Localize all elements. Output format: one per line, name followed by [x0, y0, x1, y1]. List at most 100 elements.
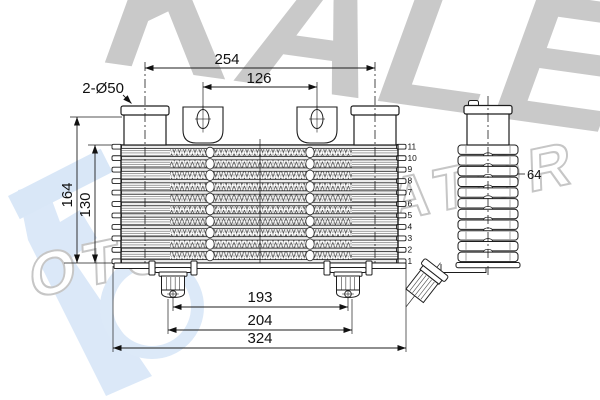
dim-164-text: 164: [59, 182, 76, 207]
core-tab-left: [111, 246, 122, 253]
core-tube-row: [120, 156, 399, 161]
core-tab-right: [396, 224, 407, 230]
dim-2d50-text: 2-Ø50: [82, 80, 124, 97]
core-tab-right: [396, 212, 407, 219]
tube-row-number: 2: [408, 244, 413, 254]
core-fin-band-center: [170, 217, 352, 226]
chain-link: [305, 169, 315, 181]
core-tube-row: [120, 224, 399, 230]
tube-row-number: 6: [408, 199, 413, 209]
core-tab-right: [396, 235, 407, 242]
core-tab-left: [111, 155, 122, 162]
chain-link: [305, 181, 315, 193]
core-tab-left: [111, 166, 122, 173]
chain-link: [305, 249, 315, 262]
core-fin-band-left: [121, 148, 170, 157]
chain-link: [205, 169, 215, 181]
mounting-bracket-left: [182, 105, 224, 144]
core-tab-right: [396, 246, 407, 253]
core-fin-band-right: [352, 171, 398, 180]
dimension-126: 126: [202, 70, 318, 110]
core-fin-band-right: [352, 159, 398, 168]
tube-row-number: 9: [408, 164, 413, 174]
core-tab-right: [396, 143, 407, 150]
chain-link: [205, 249, 215, 262]
front-view: [111, 62, 407, 299]
chain-link: [205, 158, 215, 170]
tube-row-number: 7: [408, 187, 413, 197]
chain-link: [205, 238, 215, 250]
label-port-diameter: 2-Ø50: [82, 80, 132, 104]
core-tube-row: [120, 213, 399, 218]
core-tab-left: [111, 201, 122, 207]
core-fin-band-left: [121, 182, 170, 191]
core-tab-left: [111, 224, 122, 230]
core-tab-right: [396, 166, 407, 173]
core-fin-band-left: [121, 205, 170, 214]
dim-193-text: 193: [247, 289, 272, 306]
core-tube-row: [120, 201, 399, 207]
chain-link: [205, 227, 215, 239]
core-fin-band-right: [352, 205, 398, 214]
core-fin-band-center: [170, 171, 352, 180]
chain-link: [305, 146, 315, 158]
dim-64-text: 64: [527, 167, 541, 182]
core-rows: [120, 144, 399, 264]
core-fin-band-center: [170, 194, 352, 203]
chain-link: [305, 227, 315, 239]
tube-row-number: 4: [408, 222, 413, 232]
core-tab-right: [396, 201, 407, 207]
chain-link: [305, 215, 315, 227]
core-fin-band-center: [170, 148, 352, 157]
core-tab-left: [111, 178, 122, 184]
chain-link: [305, 204, 315, 216]
core-tab-left: [111, 235, 122, 242]
core-fin-band-center: [170, 205, 352, 214]
chain-link: [205, 215, 215, 227]
core-tab-left: [111, 143, 122, 150]
core-fin-band-left: [121, 240, 170, 249]
side-view: [405, 96, 521, 308]
dim-324-text: 324: [247, 330, 272, 347]
chain-link: [305, 158, 315, 170]
dim-204-text: 204: [247, 312, 272, 329]
dimension-193: 193: [172, 289, 349, 311]
tube-row-number: 3: [408, 233, 413, 243]
core-fin-band-left: [121, 251, 170, 260]
core-tube-row: [120, 190, 399, 195]
tube-row-number: 8: [408, 176, 413, 186]
dim-126-text: 126: [246, 70, 271, 87]
core-tube-row: [120, 247, 399, 252]
chain-link: [205, 146, 215, 158]
core-fin-band-center: [170, 228, 352, 237]
core-tie-rod-chains: [205, 146, 315, 262]
pin-detail-leader-line: [440, 264, 487, 273]
tube-row-number: 5: [408, 210, 413, 220]
dim-130-text: 130: [77, 192, 94, 217]
dim-254-text: 254: [214, 51, 239, 68]
core-fin-band-left: [121, 217, 170, 226]
core-fin-band-left: [121, 228, 170, 237]
core-tube-row: [120, 236, 399, 241]
tube-row-number: 1: [408, 256, 413, 266]
chain-link: [205, 181, 215, 193]
dimension-64: 64: [517, 167, 541, 182]
core-fin-band-left: [121, 194, 170, 203]
core-fin-band-center: [170, 240, 352, 249]
tube-row-number: 10: [408, 153, 418, 163]
core-fin-band-center: [170, 251, 352, 260]
dimension-324: 324: [112, 266, 407, 352]
core-fin-band-left: [121, 159, 170, 168]
core-fin-band-left: [121, 171, 170, 180]
core-tab-right: [396, 155, 407, 162]
core-fin-band-center: [170, 182, 352, 191]
mounting-bracket-right: [296, 105, 338, 144]
core-fin-band-center: [170, 159, 352, 168]
mounting-pin-detail: [405, 258, 449, 308]
chain-link: [305, 238, 315, 250]
core-tab-right: [396, 189, 407, 196]
chain-link: [205, 192, 215, 204]
